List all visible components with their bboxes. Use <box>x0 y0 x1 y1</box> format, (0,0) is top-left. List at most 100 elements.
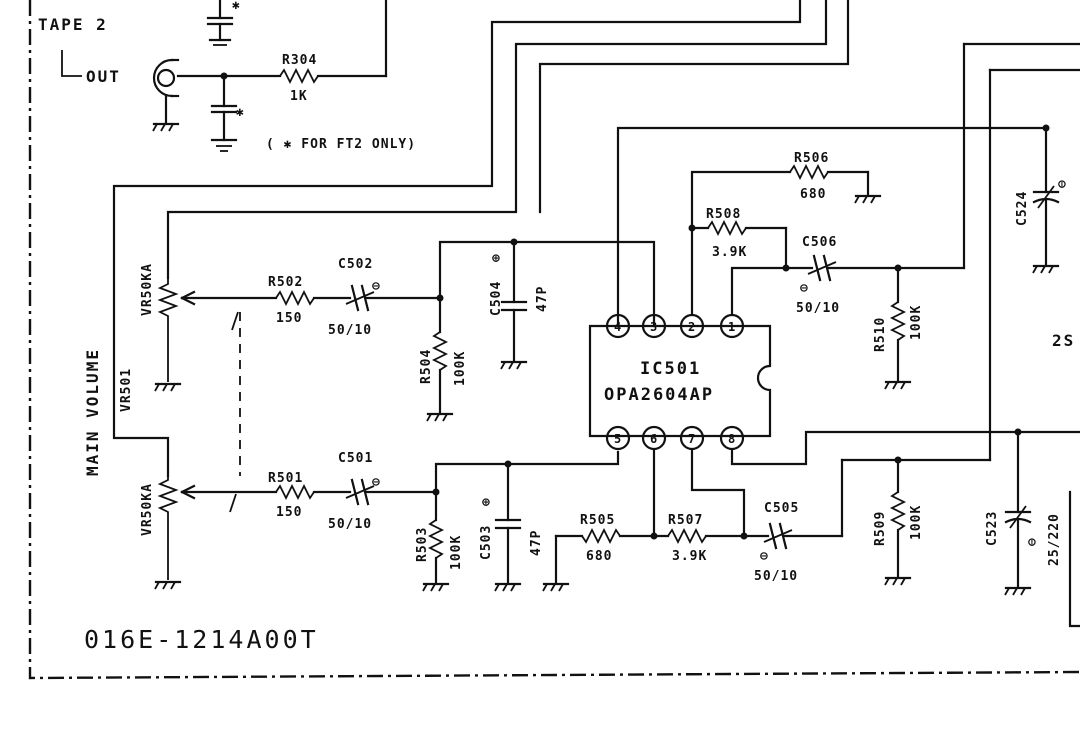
r506-value: 680 <box>800 187 826 202</box>
resistor-r503 <box>422 490 450 592</box>
c505-value: 50/10 <box>754 569 798 584</box>
ic-pin-4: 4 <box>614 320 621 334</box>
r505-value: 680 <box>586 549 612 564</box>
r508-ref: R508 <box>706 207 741 222</box>
capacitor-c506 <box>807 42 1080 282</box>
ft2-note: ( ✱ FOR FT2 ONLY) <box>266 137 416 152</box>
r504-value: 100K <box>453 351 468 386</box>
resistor-r510 <box>884 266 912 390</box>
resistor-r501 <box>275 483 352 501</box>
resistor-r507 <box>652 527 746 545</box>
capacitor-c523 <box>1004 430 1032 596</box>
r508-value: 3.9K <box>712 245 747 260</box>
c524-ref: C524 <box>1015 191 1030 226</box>
ic501-package <box>588 313 772 451</box>
c503-ref: C503 <box>479 525 494 560</box>
capacitor-c504 <box>500 240 528 370</box>
routing-wire <box>538 0 850 214</box>
r504-ref: R504 <box>419 349 434 384</box>
r503-value: 100K <box>449 535 464 570</box>
resistor-r506 <box>789 163 882 204</box>
c505-ref: C505 <box>764 501 799 516</box>
vr-ref: VR501 <box>119 368 134 412</box>
potentiometer-top <box>154 278 278 392</box>
resistor-r505 <box>542 527 621 592</box>
ic-pin-3: 3 <box>650 320 657 334</box>
ic-pin-7: 7 <box>688 432 695 446</box>
r505-ref: R505 <box>580 513 615 528</box>
potentiometer-bottom <box>154 476 278 590</box>
out-bracket <box>61 50 82 77</box>
junction-dot <box>782 264 790 272</box>
c501-value: 50/10 <box>328 517 372 532</box>
r304-ref: R304 <box>282 53 317 68</box>
r510-ref: R510 <box>873 317 888 352</box>
r501-ref: R501 <box>268 471 303 486</box>
c523-polarity: ⊖ <box>1025 537 1040 546</box>
board-code: 016E-1214A00T <box>84 625 319 654</box>
c503-polarity: ⊕ <box>479 497 494 506</box>
c502-value: 50/10 <box>328 323 372 338</box>
ic-ref: IC501 <box>640 359 701 379</box>
r510-value: 100K <box>909 305 924 340</box>
board-border <box>28 0 1080 680</box>
r503-ref: R503 <box>415 527 430 562</box>
c506-ref: C506 <box>802 235 837 250</box>
c506-polarity: ⊖ <box>800 281 809 296</box>
capacitor-c524 <box>1032 126 1060 274</box>
c501-ref: C501 <box>338 451 373 466</box>
c504-value: 47P <box>535 286 550 312</box>
c506-value: 50/10 <box>796 301 840 316</box>
c504-polarity: ⊕ <box>489 253 504 262</box>
r304-value: 1K <box>290 89 308 104</box>
c501-polarity: ⊖ <box>372 475 381 490</box>
capacitor-c502 <box>345 284 442 312</box>
c502-ref: C502 <box>338 257 373 272</box>
vr-bottom-value: VR50KA <box>140 483 155 536</box>
c523-value: 25/220 <box>1047 513 1062 566</box>
ic-pin-5: 5 <box>614 432 621 446</box>
resistor-r508 <box>690 219 788 270</box>
right-edge-label: 2S <box>1052 331 1075 350</box>
resistor-r509 <box>884 458 912 586</box>
r506-ref: R506 <box>794 151 829 166</box>
r509-value: 100K <box>909 505 924 540</box>
capacitor-c501 <box>345 478 438 506</box>
c505-polarity: ⊖ <box>760 549 769 564</box>
r507-value: 3.9K <box>672 549 707 564</box>
resistor-r504 <box>426 296 454 422</box>
capacitor-c503 <box>494 462 522 592</box>
routing-wire <box>166 0 828 280</box>
c504-ref: C504 <box>489 281 504 316</box>
r501-value: 150 <box>276 505 302 520</box>
r502-value: 150 <box>276 311 302 326</box>
ic-pin-1: 1 <box>728 320 735 334</box>
out-label: OUT <box>86 67 121 86</box>
ic-pin-8: 8 <box>728 432 735 446</box>
ic-pin-6: 6 <box>650 432 657 446</box>
c503-value: 47P <box>529 530 544 556</box>
resistor-r502 <box>275 289 352 307</box>
r509-ref: R509 <box>873 511 888 546</box>
right-edge-wire <box>1068 490 1080 628</box>
ic-pin-2: 2 <box>688 320 695 334</box>
asterisk-mark: ✱ <box>232 0 241 13</box>
ic-part: OPA2604AP <box>604 385 714 405</box>
vr-top-value: VR50KA <box>140 263 155 316</box>
asterisk-mark: ✱ <box>236 105 245 120</box>
tape-label: TAPE 2 <box>38 15 108 34</box>
capacitor-symbol-icon <box>210 74 238 152</box>
r507-ref: R507 <box>668 513 703 528</box>
c524-polarity: ⊖ <box>1055 179 1070 188</box>
c502-polarity: ⊖ <box>372 279 381 294</box>
main-volume-label: MAIN VOLUME <box>83 348 102 476</box>
r502-ref: R502 <box>268 275 303 290</box>
capacitor-c505 <box>742 68 1080 550</box>
ground-symbol-icon <box>152 122 180 132</box>
c523-ref: C523 <box>985 511 1000 546</box>
output-jack-icon <box>152 58 180 124</box>
routing-wire <box>112 0 802 478</box>
resistor-r304 <box>279 0 388 85</box>
capacitor-symbol-icon <box>206 0 234 46</box>
